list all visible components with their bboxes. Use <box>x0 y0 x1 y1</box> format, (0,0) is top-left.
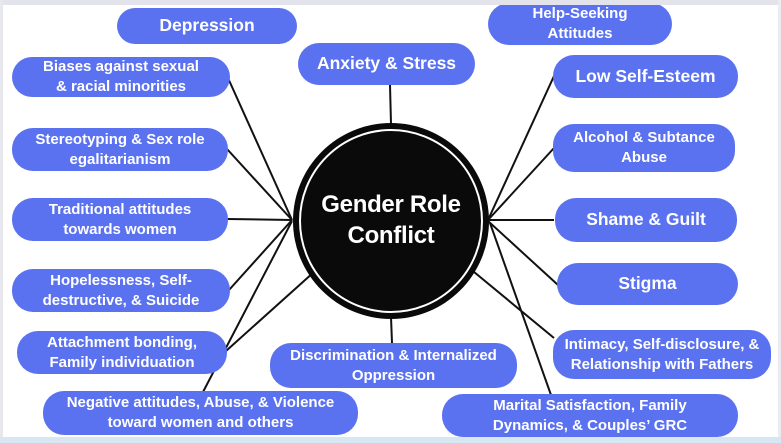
node-attachment-bonding-label: Attachment bonding, Family individuation <box>47 333 197 371</box>
node-marital-satisfaction[interactable]: Marital Satisfaction, Family Dynamics, &… <box>442 394 738 437</box>
node-help-seeking-attitudes[interactable]: Help-Seeking Attitudes <box>488 3 672 45</box>
node-anxiety-stress[interactable]: Anxiety & Stress <box>298 43 475 85</box>
connector-line <box>487 75 555 221</box>
node-discrimination-oppression[interactable]: Discrimination & Internalized Oppression <box>270 343 517 388</box>
node-traditional-attitudes[interactable]: Traditional attitudes towards women <box>12 198 228 241</box>
connector-line <box>489 222 552 396</box>
central-node-label: Gender Role Conflict <box>321 191 461 249</box>
node-depression[interactable]: Depression <box>117 8 297 44</box>
node-negative-attitudes-violence-label: Negative attitudes, Abuse, & Violence to… <box>66 394 335 431</box>
frame-edge-left <box>0 0 3 443</box>
node-stigma-label: Stigma <box>618 273 677 294</box>
node-depression-label: Depression <box>159 15 255 36</box>
connector-line <box>228 219 293 291</box>
node-help-seeking-attitudes-label: Help-Seeking Attitudes <box>532 5 628 42</box>
connector-line <box>487 147 555 221</box>
node-alcohol-substance-abuse-label: Alcohol & Subtance Abuse <box>573 129 715 166</box>
node-anxiety-stress-label: Anxiety & Stress <box>316 53 457 74</box>
node-stigma[interactable]: Stigma <box>557 263 738 305</box>
connector-line <box>226 148 293 221</box>
node-intimacy-fathers[interactable]: Intimacy, Self-disclosure, & Relationshi… <box>553 330 771 379</box>
connector-line <box>226 218 293 221</box>
connector-line <box>227 77 293 221</box>
node-discrimination-oppression-label: Discrimination & Internalized Oppression <box>290 346 497 384</box>
node-biases-minorities-label: Biases against sexual & racial minoritie… <box>43 58 199 95</box>
node-low-self-esteem-label: Low Self-Esteem <box>575 65 716 86</box>
node-traditional-attitudes-label: Traditional attitudes towards women <box>48 200 192 238</box>
node-hopelessness-suicide[interactable]: Hopelessness, Self- destructive, & Suici… <box>12 269 230 312</box>
node-hopelessness-suicide-label: Hopelessness, Self- destructive, & Suici… <box>42 271 200 309</box>
node-stereotyping-label: Stereotyping & Sex role egalitarianism <box>35 130 205 168</box>
node-biases-minorities[interactable]: Biases against sexual & racial minoritie… <box>12 57 230 97</box>
node-low-self-esteem[interactable]: Low Self-Esteem <box>553 55 738 98</box>
center-ring <box>299 129 483 313</box>
connector-line <box>487 220 559 286</box>
frame-edge-top <box>0 0 781 5</box>
connector-line <box>389 84 392 125</box>
node-alcohol-substance-abuse[interactable]: Alcohol & Subtance Abuse <box>553 124 735 172</box>
central-node-gender-role-conflict[interactable]: Gender Role Conflict <box>293 123 489 319</box>
node-stereotyping[interactable]: Stereotyping & Sex role egalitarianism <box>12 128 228 171</box>
node-intimacy-fathers-label: Intimacy, Self-disclosure, & Relationshi… <box>564 335 760 373</box>
node-shame-guilt-label: Shame & Guilt <box>586 209 706 230</box>
frame-edge-bottom <box>0 437 781 443</box>
connector-line <box>225 271 315 352</box>
connector-line <box>467 266 555 339</box>
node-shame-guilt[interactable]: Shame & Guilt <box>555 198 737 242</box>
frame-edge-right <box>778 0 781 443</box>
connector-line <box>390 316 393 344</box>
node-negative-attitudes-violence[interactable]: Negative attitudes, Abuse, & Violence to… <box>43 391 358 435</box>
node-attachment-bonding[interactable]: Attachment bonding, Family individuation <box>17 331 227 374</box>
node-marital-satisfaction-label: Marital Satisfaction, Family Dynamics, &… <box>492 396 688 434</box>
